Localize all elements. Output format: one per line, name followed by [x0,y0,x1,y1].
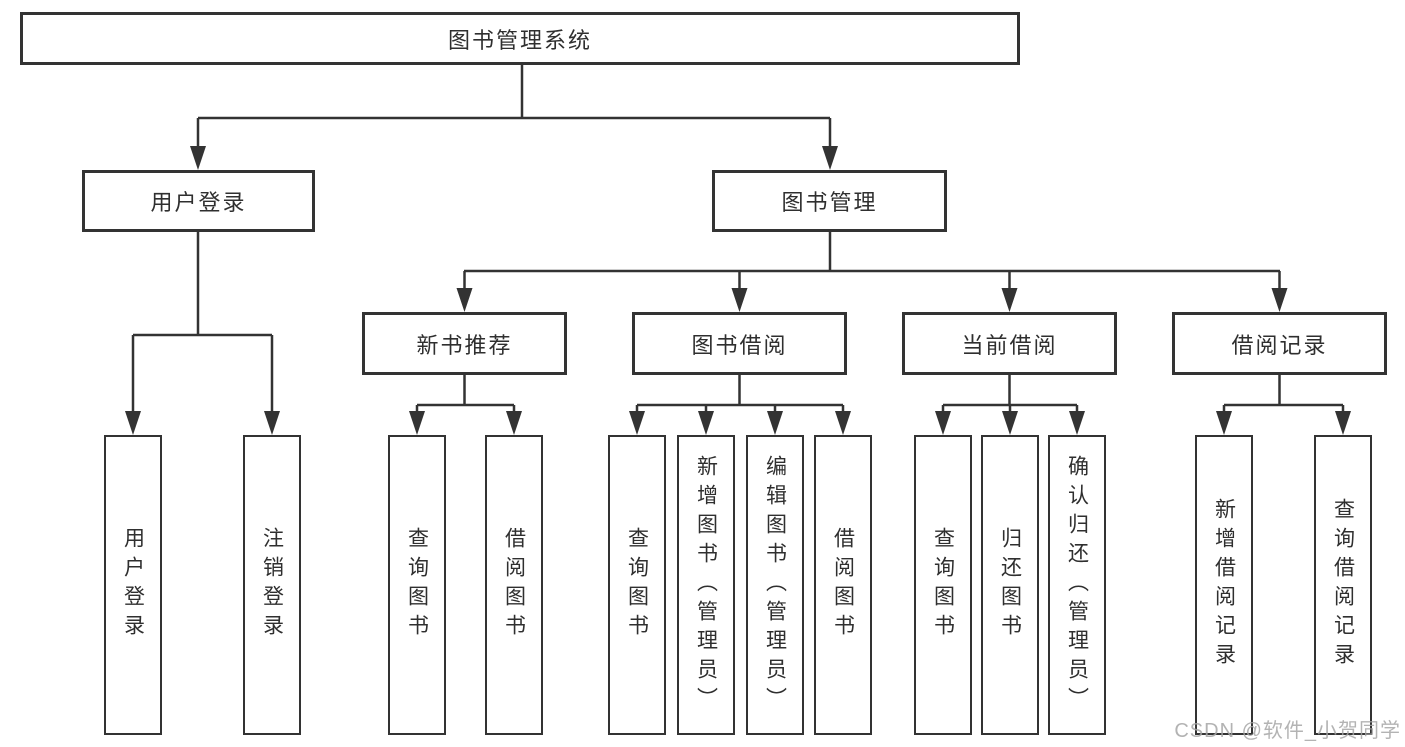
leaf-logout: 注销登录 [243,435,301,735]
node-label: 查询图书 [405,527,429,643]
node-label: 借阅图书 [831,527,855,643]
csdn-watermark: CSDN @软件_小贺同学 [1174,720,1401,742]
node-label: 当前借阅 [961,332,1058,358]
node-library-management-system: 图书管理系统 [20,12,1020,65]
node-label: 确认归还（管理员） [1065,454,1089,716]
leaf-confirm-return-admin: 确认归还（管理员） [1048,435,1106,735]
leaf-return-book: 归还图书 [981,435,1039,735]
node-label: 用户登录 [150,190,247,215]
leaf-add-book-admin: 新增图书（管理员） [677,435,735,735]
leaf-query-books-1: 查询图书 [388,435,446,735]
node-label: 新增借阅记录 [1212,498,1236,672]
leaf-query-books-2: 查询图书 [608,435,666,735]
node-user-login-branch: 用户登录 [82,170,315,232]
leaf-edit-book-admin: 编辑图书（管理员） [746,435,804,735]
node-book-borrowing: 图书借阅 [632,312,847,375]
leaf-borrow-books-2: 借阅图书 [814,435,872,735]
node-label: 图书借阅 [691,332,788,358]
leaf-query-borrow-record: 查询借阅记录 [1314,435,1372,735]
node-label: 新增图书（管理员） [694,454,718,716]
node-label: 用户登录 [121,527,145,643]
node-label: 查询借阅记录 [1331,498,1355,672]
leaf-user-login: 用户登录 [104,435,162,735]
leaf-borrow-books-1: 借阅图书 [485,435,543,735]
node-new-book-recommendation: 新书推荐 [362,312,567,375]
node-label: 新书推荐 [416,332,513,358]
node-label: 注销登录 [260,527,284,643]
node-borrowing-records: 借阅记录 [1172,312,1387,375]
node-label: 编辑图书（管理员） [763,454,787,716]
node-label: 查询图书 [625,527,649,643]
node-label: 图书管理系统 [447,27,592,53]
node-label: 归还图书 [998,527,1022,643]
node-label: 图书管理 [781,190,878,215]
node-label: 借阅图书 [502,527,526,643]
leaf-add-borrow-record: 新增借阅记录 [1195,435,1253,735]
node-label: 借阅记录 [1231,332,1328,358]
leaf-query-books-3: 查询图书 [914,435,972,735]
node-book-management-branch: 图书管理 [712,170,947,232]
node-label: 查询图书 [931,527,955,643]
node-current-borrowing: 当前借阅 [902,312,1117,375]
